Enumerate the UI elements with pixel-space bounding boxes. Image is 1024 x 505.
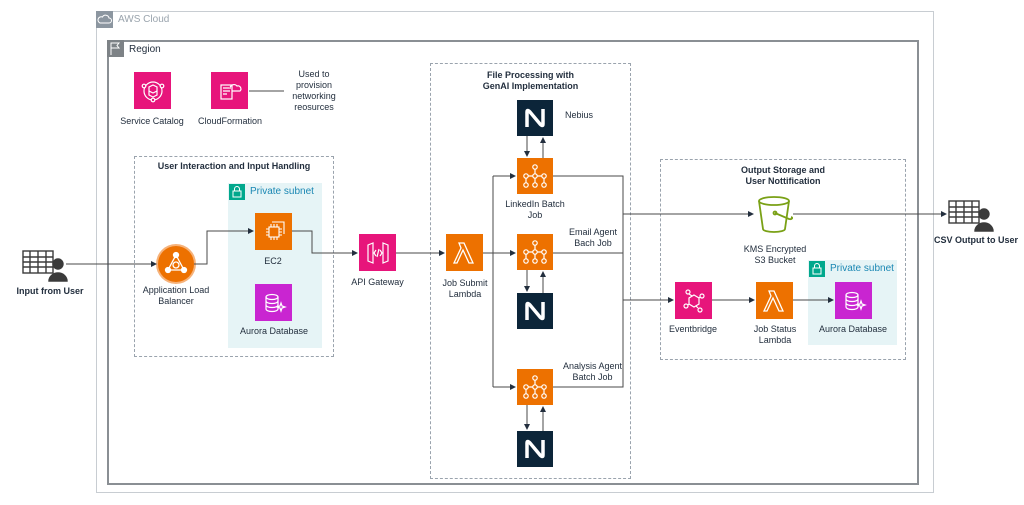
job-submit-lambda-label: Job Submit Lambda [442, 278, 488, 299]
nebius-label: Nebius [565, 110, 594, 120]
eventbridge-label: Eventbridge [668, 324, 718, 334]
s3-bucket-icon[interactable] [755, 194, 794, 234]
nebius-icon[interactable] [517, 293, 553, 329]
region-label: Region [129, 44, 161, 55]
nebius-icon[interactable] [517, 100, 553, 136]
email-agent-batch-job-label: Email Agent Bach Job [568, 227, 618, 248]
job-submit-lambda-icon[interactable] [446, 234, 483, 271]
output-storage-title: Output Storage and User Nottification [741, 165, 825, 186]
job-status-lambda-icon[interactable] [756, 282, 793, 319]
service-catalog-label: Service Catalog [120, 116, 184, 126]
job-status-lambda-label: Job Status Lambda [753, 324, 797, 345]
aurora-database-icon[interactable] [835, 282, 872, 319]
aurora-database-icon[interactable] [255, 284, 292, 321]
cloud-icon [96, 11, 113, 28]
output-storage-group [660, 159, 906, 360]
cloudformation-icon[interactable] [211, 72, 248, 109]
file-processing-title: File Processing with GenAI Implementatio… [482, 70, 579, 91]
aws-cloud-label: AWS Cloud [118, 14, 170, 25]
load-balancer-icon[interactable] [158, 246, 194, 282]
aws-cloud-group [96, 11, 934, 493]
api-gateway-icon[interactable] [359, 234, 396, 271]
s3-bucket-label: KMS Encrypted S3 Bucket [743, 244, 807, 265]
input-from-user-label: Input from User [16, 286, 84, 296]
region-group [107, 40, 919, 485]
user-spreadsheet-icon [22, 250, 68, 282]
email-agent-batch-job-icon[interactable] [517, 234, 553, 270]
user-interaction-title: User Interaction and Input Handling [157, 161, 311, 171]
cloudformation-note: Used to provision networking reosurces [292, 69, 336, 112]
service-catalog-icon[interactable] [134, 72, 171, 109]
eventbridge-icon[interactable] [675, 282, 712, 319]
csv-output-to-user-label: CSV Output to User [933, 235, 1018, 245]
aurora-database-label: Aurora Database [239, 326, 309, 336]
aurora-database-label: Aurora Database [818, 324, 888, 334]
analysis-agent-batch-job-label: Analysis Agent Batch Job [562, 361, 623, 382]
flag-icon [107, 40, 124, 57]
lock-icon [229, 184, 245, 200]
user-spreadsheet-icon [948, 200, 994, 232]
private-subnet-left-label: Private subnet [250, 186, 314, 197]
cloudformation-label: CloudFormation [197, 116, 263, 126]
load-balancer-label: Application Load Balancer [142, 285, 210, 306]
file-processing-group [430, 63, 631, 479]
ec2-icon[interactable] [255, 213, 292, 250]
nebius-icon[interactable] [517, 431, 553, 467]
linkedin-batch-job-label: LinkedIn Batch Job [505, 199, 565, 220]
user-interaction-group [134, 156, 334, 357]
lock-icon [809, 261, 825, 277]
ec2-label: EC2 [264, 256, 282, 266]
linkedin-batch-job-icon[interactable] [517, 158, 553, 194]
private-subnet-right-label: Private subnet [830, 263, 894, 274]
api-gateway-label: API Gateway [351, 277, 404, 287]
analysis-agent-batch-job-icon[interactable] [517, 369, 553, 405]
